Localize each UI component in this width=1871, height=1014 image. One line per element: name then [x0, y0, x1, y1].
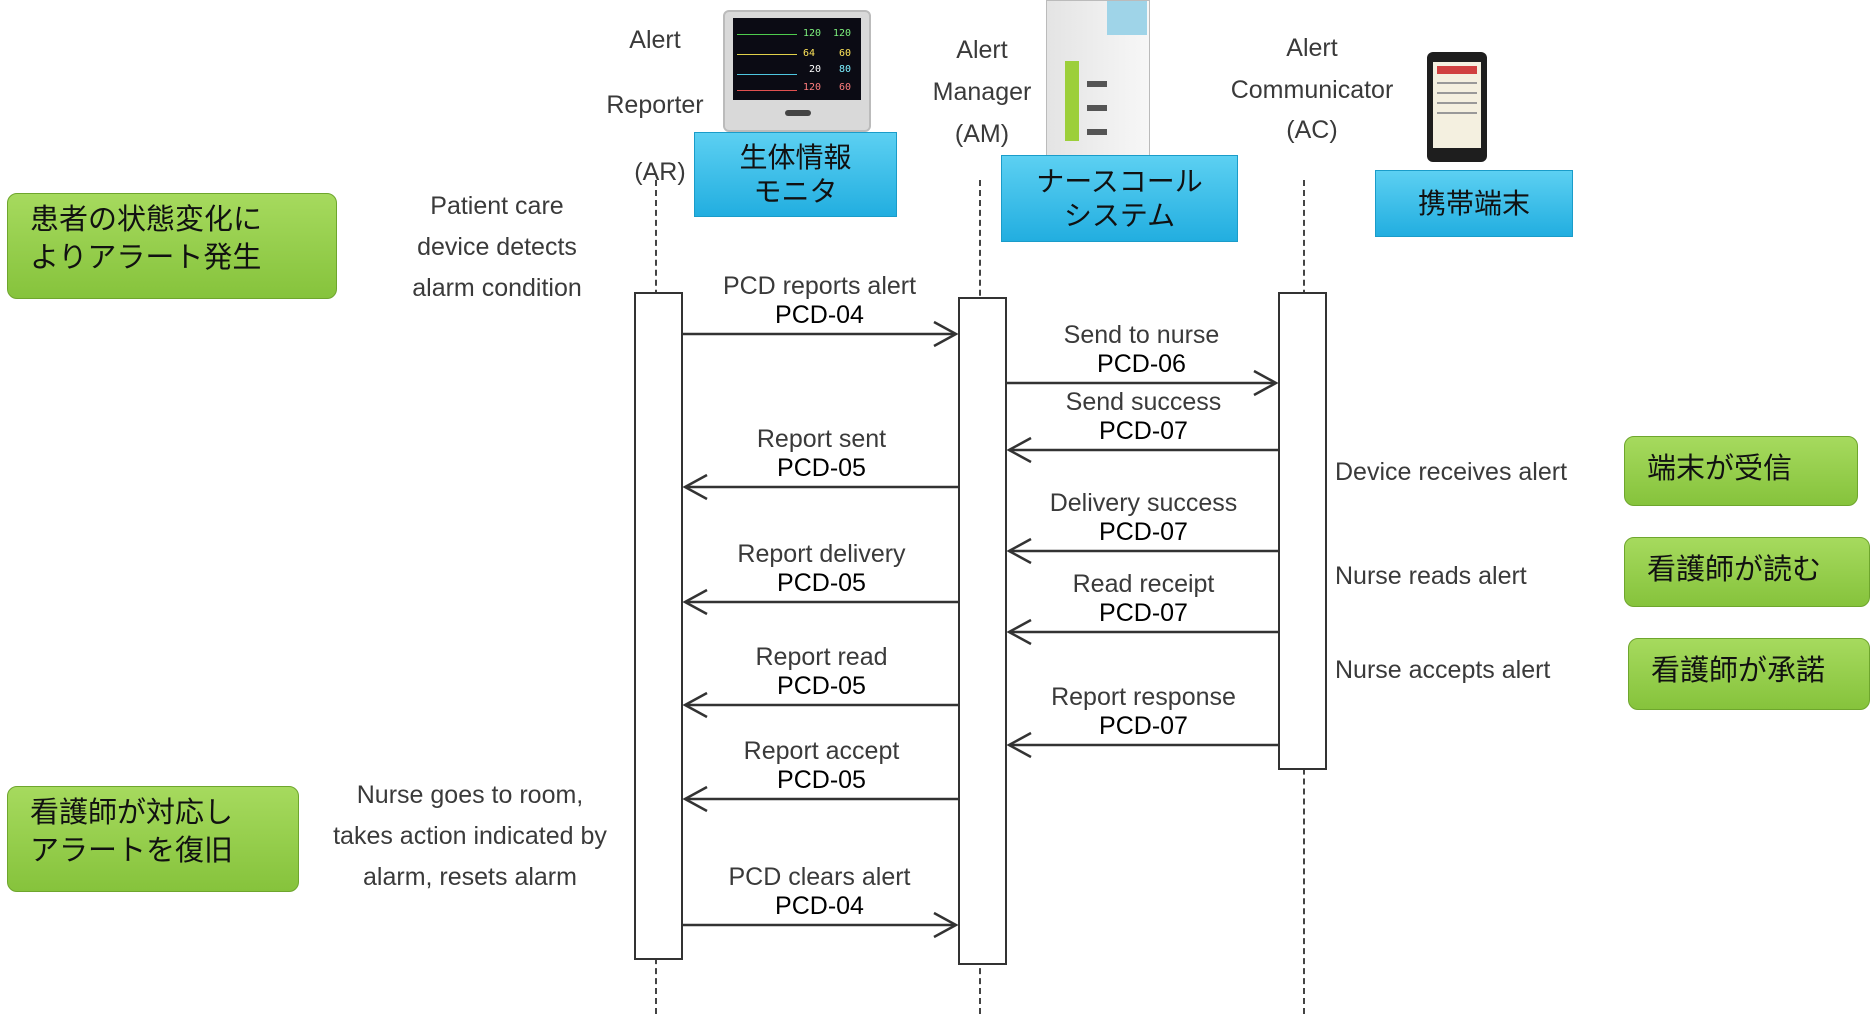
note-ar-top-line1: Patient care — [430, 192, 564, 220]
handset-device-label: 携帯端末 — [1375, 170, 1573, 237]
callout-nurse-responds: 看護師が対応し アラートを復旧 — [7, 786, 299, 892]
monitor-readout: 60 — [839, 82, 852, 93]
activation-ar — [634, 292, 683, 960]
actor-am-label-line2: Manager — [932, 78, 1032, 106]
note-device-receives: Device receives alert — [1335, 458, 1568, 486]
actor-am-label-line1: Alert — [956, 36, 1008, 64]
message-label: Report read — [755, 643, 888, 671]
message-arrow-head — [933, 911, 959, 939]
callout-nurse-reads: 看護師が読む — [1624, 537, 1870, 607]
note-ar-bottom-line2: takes action indicated by — [333, 822, 607, 850]
message-arrow-head — [682, 691, 708, 719]
message-label: Send to nurse — [1063, 321, 1220, 349]
actor-ac-label-line3: (AC) — [1286, 116, 1338, 144]
activation-am — [958, 297, 1007, 965]
monitor-readout: 64 — [803, 48, 816, 59]
monitor-readout: 20 — [809, 64, 822, 75]
actor-ac-label-line2: Communicator — [1230, 76, 1394, 104]
nurse-call-system-image — [1046, 0, 1150, 157]
mobile-handset-image — [1427, 52, 1487, 162]
actor-ar-label-line2: Reporter — [606, 91, 704, 119]
callout-nurse-accepts: 看護師が承諾 — [1628, 638, 1870, 710]
message-label: Report accept — [743, 737, 900, 765]
patient-monitor-image: 120 120 64 60 20 80 120 60 — [723, 10, 871, 132]
message-arrow-head — [933, 320, 959, 348]
actor-ac-label-line1: Alert — [1286, 34, 1338, 62]
monitor-device-label: 生体情報モニタ — [694, 132, 897, 217]
actor-ar-label-line1: Alert — [629, 26, 681, 54]
message-arrow-head — [1253, 369, 1279, 397]
actor-ar-label-line3: (AR) — [634, 158, 686, 186]
message-code: PCD-05 — [777, 454, 866, 482]
message-label: PCD clears alert — [728, 863, 911, 891]
note-nurse-accepts: Nurse accepts alert — [1335, 656, 1551, 684]
message-code: PCD-05 — [777, 672, 866, 700]
note-ar-bottom-line1: Nurse goes to room, — [356, 781, 584, 809]
message-arrow-head — [1006, 731, 1032, 759]
message-label: Read receipt — [1072, 570, 1215, 598]
message-arrow-head — [682, 785, 708, 813]
message-arrow-head — [682, 473, 708, 501]
monitor-readout: 120 — [803, 82, 822, 93]
message-label: Report response — [1051, 683, 1236, 711]
message-arrow-head — [1006, 436, 1032, 464]
nurse-call-device-label: ナースコールシステム — [1001, 155, 1238, 242]
activation-ac — [1278, 292, 1327, 770]
callout-device-receives: 端末が受信 — [1624, 436, 1858, 506]
note-ar-top-line2: device detects — [417, 233, 577, 261]
message-code: PCD-07 — [1099, 712, 1188, 740]
message-code: PCD-04 — [775, 892, 864, 920]
message-arrow-head — [1006, 537, 1032, 565]
message-label: Report sent — [756, 425, 887, 453]
actor-am-label-line3: (AM) — [954, 120, 1010, 148]
monitor-readout: 120 — [803, 28, 822, 39]
message-code: PCD-07 — [1099, 599, 1188, 627]
note-ar-top-line3: alarm condition — [412, 274, 582, 302]
monitor-readout: 60 — [839, 48, 852, 59]
callout-alert-occurs: 患者の状態変化に よりアラート発生 — [7, 193, 337, 299]
message-code: PCD-04 — [775, 301, 864, 329]
monitor-readout: 80 — [839, 64, 852, 75]
message-label: Send success — [1065, 388, 1222, 416]
note-ar-bottom-line3: alarm, resets alarm — [363, 863, 577, 891]
message-label: Report delivery — [737, 540, 906, 568]
monitor-screen: 120 120 64 60 20 80 120 60 — [733, 18, 861, 100]
message-label: Delivery success — [1049, 489, 1238, 517]
message-arrow-head — [682, 588, 708, 616]
note-nurse-reads: Nurse reads alert — [1335, 562, 1527, 590]
message-code: PCD-07 — [1099, 518, 1188, 546]
message-label: PCD reports alert — [722, 272, 917, 300]
message-code: PCD-07 — [1099, 417, 1188, 445]
message-code: PCD-05 — [777, 569, 866, 597]
message-arrow-head — [1006, 618, 1032, 646]
monitor-readout: 120 — [833, 28, 852, 39]
message-code: PCD-06 — [1097, 350, 1186, 378]
message-code: PCD-05 — [777, 766, 866, 794]
